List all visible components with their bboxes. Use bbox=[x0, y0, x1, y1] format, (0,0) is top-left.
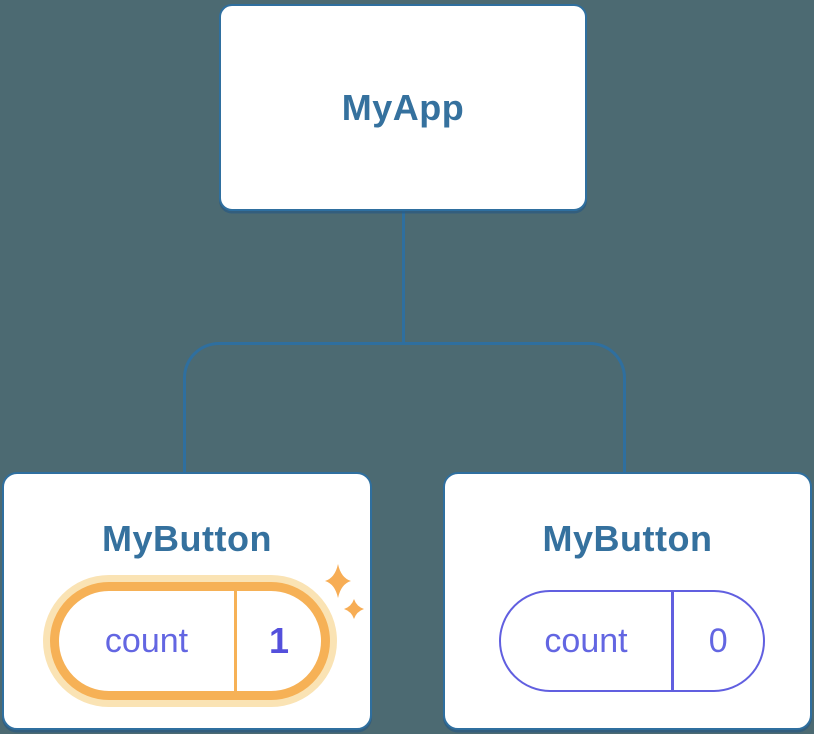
child-node-mybutton-1: MyButton count 1 bbox=[2, 472, 372, 730]
root-node-label: MyApp bbox=[341, 86, 465, 128]
state-value-cell: 1 bbox=[237, 591, 321, 691]
pill-divider bbox=[234, 591, 237, 691]
state-name-cell: count bbox=[501, 592, 671, 690]
state-value-cell: 0 bbox=[674, 592, 764, 690]
sparkle-icon bbox=[325, 564, 364, 619]
state-pill-highlighted: count 1 bbox=[50, 582, 330, 700]
state-value-label: 0 bbox=[708, 621, 728, 660]
child-node-label: MyButton bbox=[542, 518, 713, 559]
state-pill-plain: count 0 bbox=[499, 590, 765, 692]
connector-root-stem bbox=[402, 209, 405, 344]
child-node-label: MyButton bbox=[102, 518, 272, 559]
state-name-cell: count bbox=[59, 591, 234, 691]
root-node-myapp: MyApp bbox=[219, 4, 587, 211]
connector-branch-bracket bbox=[183, 342, 626, 472]
pill-divider bbox=[671, 592, 674, 690]
state-value-label: 1 bbox=[268, 620, 290, 661]
child-node-mybutton-2: MyButton count 0 bbox=[443, 472, 812, 730]
state-name-label: count bbox=[104, 621, 189, 660]
state-name-label: count bbox=[544, 621, 628, 660]
